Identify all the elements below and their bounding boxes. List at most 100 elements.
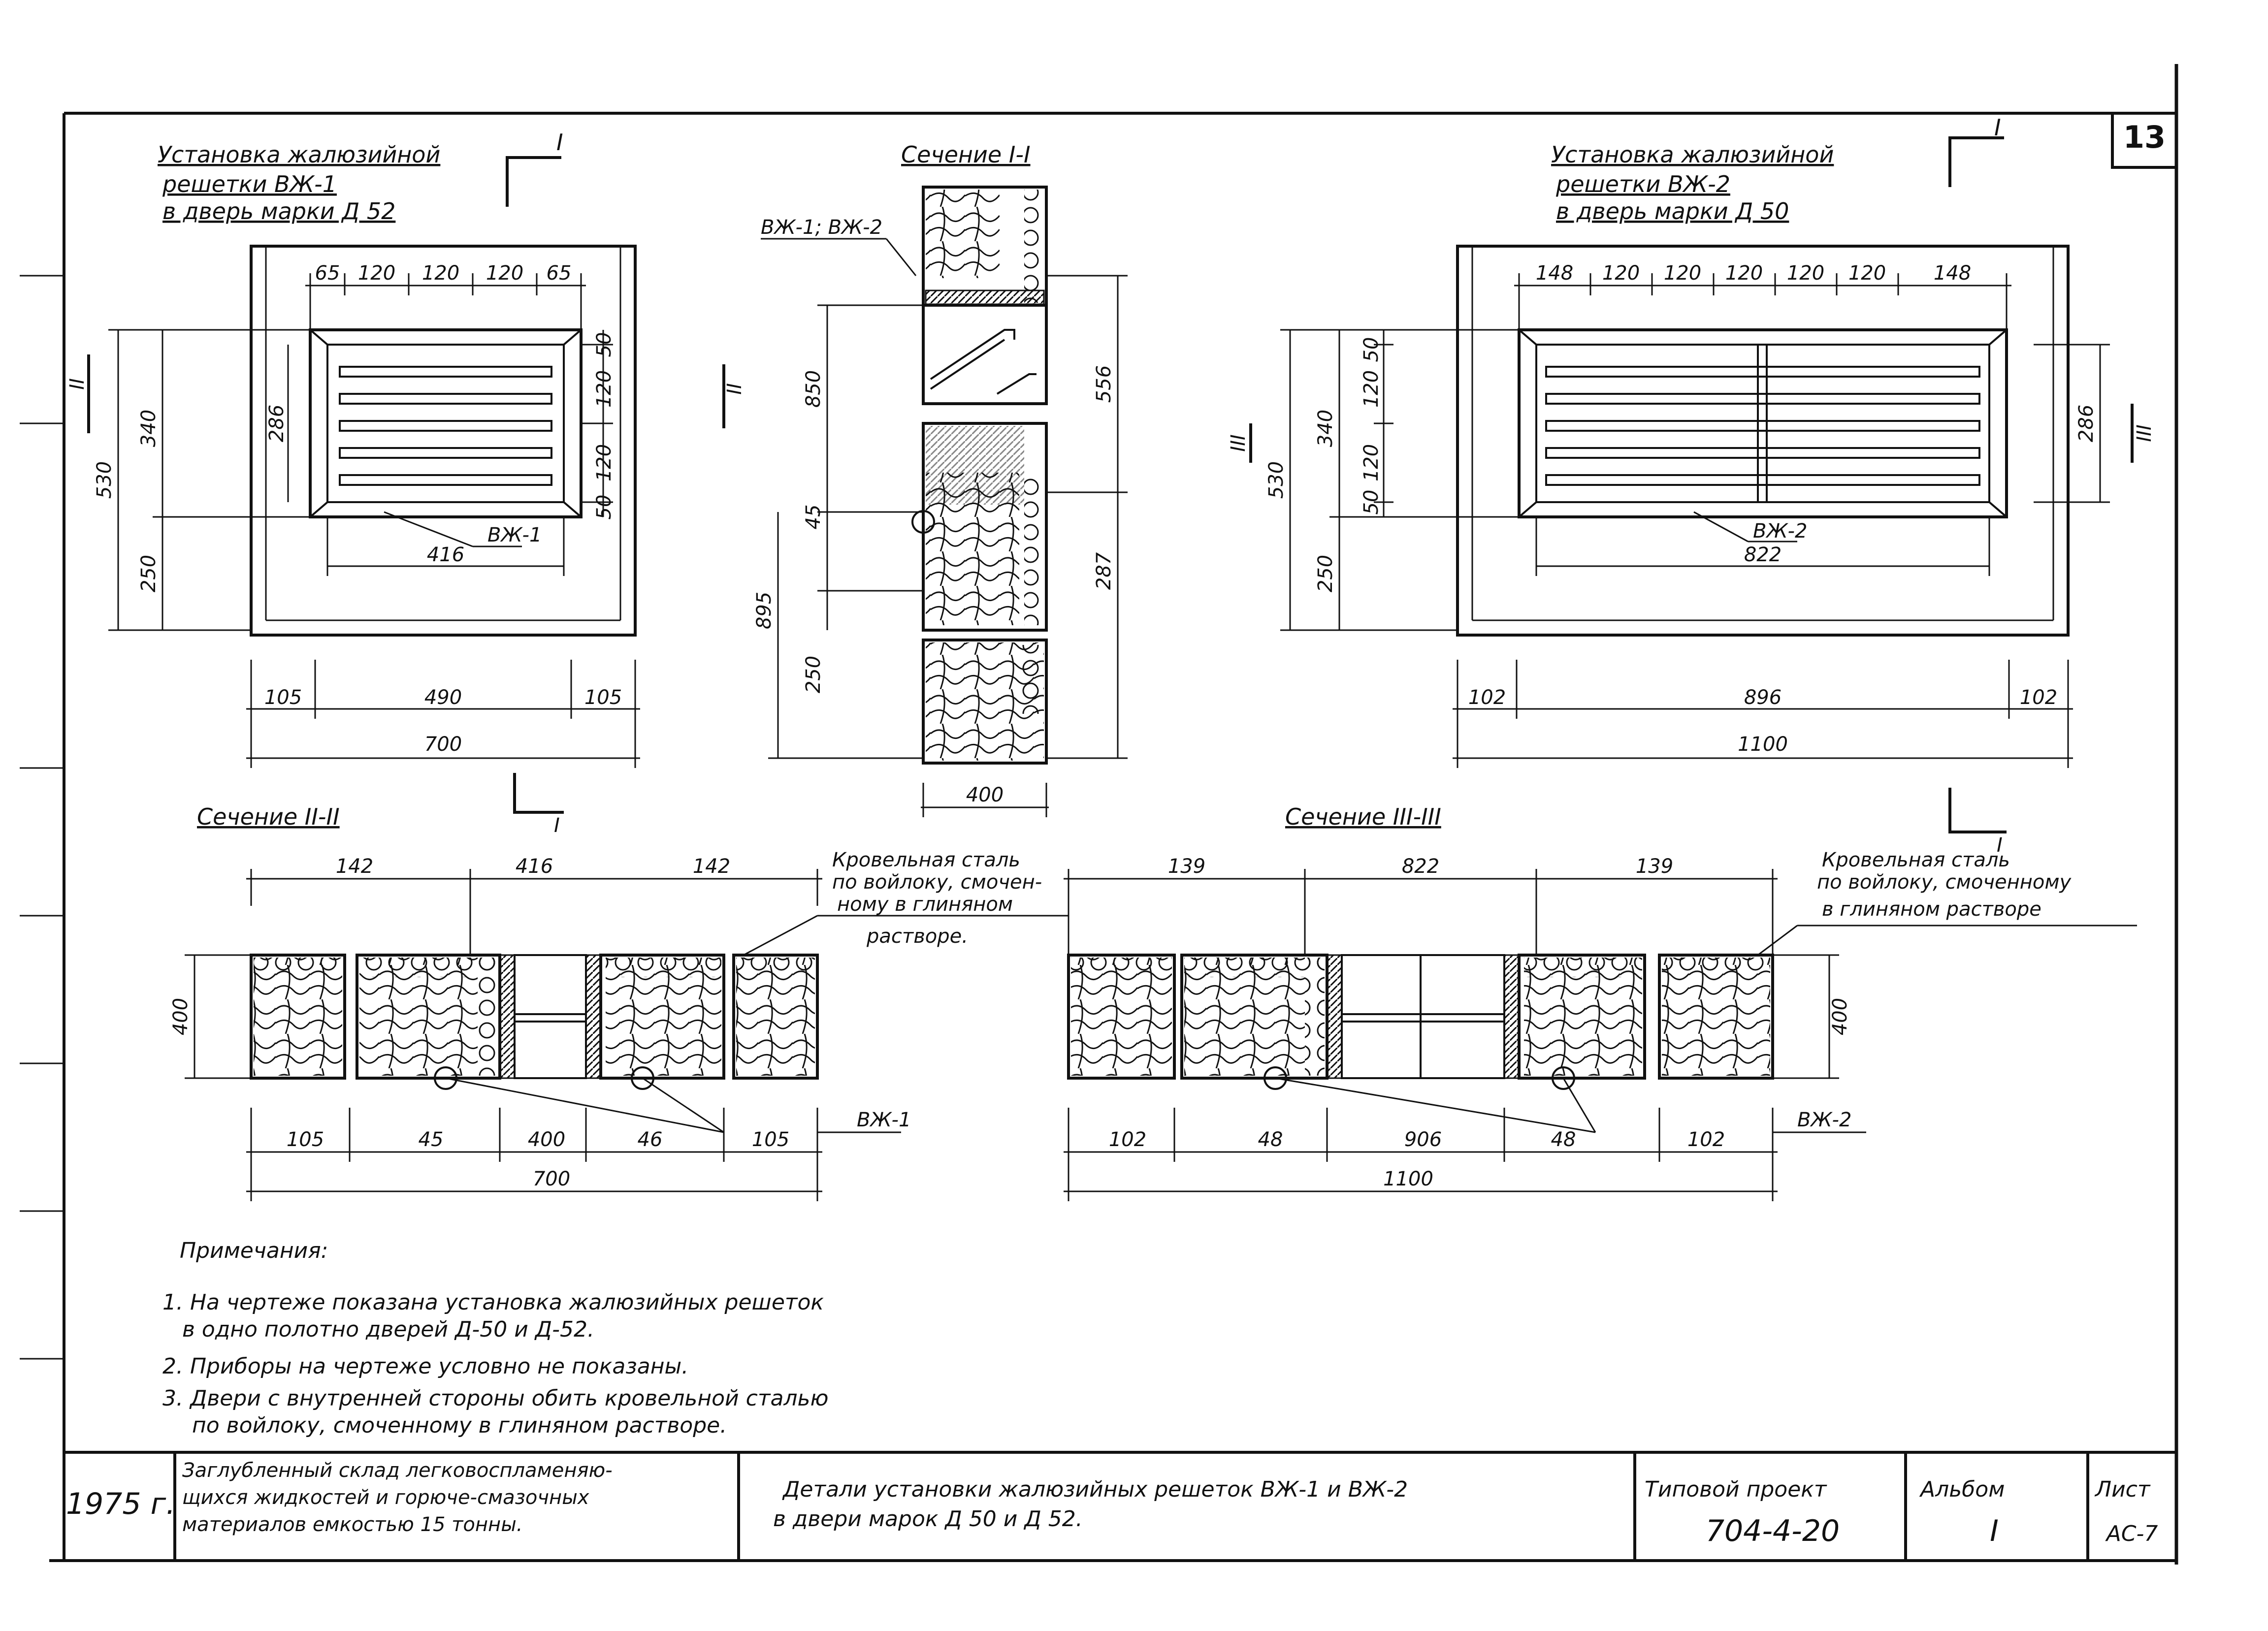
v2-bottom-dim-2: 896	[1744, 686, 1782, 709]
s1-width: 400	[966, 784, 1004, 806]
s1-dim-a: 850	[802, 370, 825, 408]
s2-top-dim-1: 142	[336, 855, 373, 878]
v2-left-part-3: 120	[1360, 444, 1383, 481]
v1-bottom-dim-2: 490	[424, 686, 462, 709]
note-line-3: 2. Приборы на чертеже условно не показан…	[162, 1354, 688, 1379]
s3-height: 400	[1829, 998, 1851, 1035]
note-line-5: по войлоку, смоченному в глиняном раство…	[192, 1413, 727, 1438]
note-line-2: в одно полотно дверей Д-50 и Д-52.	[182, 1317, 594, 1342]
door-d50-outline	[1456, 245, 2070, 637]
callout-roofing-steel-right: Кровельная сталь по войлоку, смоченному …	[1817, 849, 2072, 921]
section2-title: Сечение II-II	[197, 803, 340, 830]
stamp-project-label: Типовой проект	[1645, 1477, 1827, 1502]
stamp-year: 1975 г.	[66, 1487, 175, 1521]
callout-roofing-steel-left: Кровельная сталь по войлоку, смочен- ном…	[832, 849, 1042, 948]
s2-bottom-dim-5: 105	[752, 1128, 789, 1151]
s2-top-dim-2: 416	[516, 855, 553, 878]
s1-dim-c: 895	[753, 592, 776, 629]
section1-title: Сечение I-I	[901, 141, 1031, 168]
v1-right-dim-1: 50	[593, 332, 616, 357]
callout-left-line3: ному в глиняном	[837, 893, 1013, 916]
stamp-project-number: 704-4-20	[1706, 1514, 1840, 1548]
section-marks-iii: III III	[1227, 404, 2156, 463]
view-door-d50: Установка жалюзийной решетки ВЖ-2 в двер…	[1265, 114, 2110, 768]
v2-top-dim-6: 120	[1848, 262, 1886, 285]
v1-top-dim-3: 120	[422, 262, 459, 285]
stamp-object-line1: Заглубленный склад легковоспламеняю-	[182, 1459, 613, 1482]
v2-top-dim-3: 120	[1664, 262, 1701, 285]
v1-top-dim-4: 120	[486, 262, 523, 285]
v1-right-dim-4: 50	[593, 495, 616, 520]
section3-mark: I	[1997, 834, 2003, 857]
v1-left-dim-upper: 340	[137, 410, 160, 447]
s2-bottom-dim-4: 46	[638, 1128, 663, 1151]
v2-total-width: 1100	[1738, 733, 1788, 756]
stamp-sheet-number: АС-7	[2105, 1521, 2158, 1546]
section3-title: Сечение III-III	[1285, 803, 1441, 830]
stamp-object-line3: материалов емкостью 15 тонны.	[182, 1513, 522, 1536]
v2-left-dim-upper: 340	[1314, 410, 1337, 447]
v1-grille-width: 416	[427, 544, 464, 566]
view2-title-line3: в дверь марки Д 50	[1556, 198, 1789, 224]
v1-bottom-dim-3: 105	[584, 686, 622, 709]
v1-inner-height: 286	[265, 405, 288, 442]
v2-left-dim-outer: 530	[1265, 461, 1288, 499]
section-i-i: Сечение I-I ВЖ-1; ВЖ-2 850 45 895 250	[753, 141, 1128, 817]
title-block: 1975 г. Заглубленный склад легковоспламе…	[64, 1451, 2176, 1561]
v1-total-width: 700	[424, 733, 462, 756]
view1-title-line1: Установка жалюзийной	[158, 141, 440, 168]
v1-left-dim-lower: 250	[137, 555, 160, 592]
view1-title-line3: в дверь марки Д 52	[162, 198, 395, 224]
section-mark-d: III	[2133, 424, 2156, 442]
s2-bottom-dim-3: 400	[528, 1128, 565, 1151]
s1-dim-e: 556	[1093, 365, 1115, 403]
section-iii-iii: Сечение III-III I 139 822 139	[1064, 788, 2137, 1201]
v2-grille-label: ВЖ-2	[1753, 520, 1807, 543]
v2-left-part-4: 50	[1360, 490, 1383, 515]
s3-bottom-dim-5: 102	[1687, 1128, 1725, 1151]
s1-dim-d: 250	[802, 656, 825, 693]
v2-right-dim: 286	[2075, 405, 2098, 442]
section-mark-a: II	[66, 378, 89, 390]
s3-grille-label: ВЖ-2	[1797, 1109, 1851, 1131]
v2-top-dim-1: 148	[1536, 262, 1573, 285]
s3-top-dim-2: 822	[1402, 855, 1439, 878]
door-d52-outline	[250, 245, 637, 637]
v2-left-part-1: 50	[1360, 337, 1383, 362]
sheet-number: 13	[2123, 119, 2166, 155]
callout-left-line1: Кровельная сталь	[832, 849, 1020, 871]
stamp-object-line2: щихся жидкостей и горюче-смазочных	[182, 1486, 589, 1509]
v1-top-dim-5: 65	[547, 262, 572, 285]
note-line-4: 3. Двери с внутренней стороны обить кров…	[162, 1386, 829, 1411]
v2-left-part-2: 120	[1360, 370, 1383, 408]
v1-bottom-dim-1: 105	[264, 686, 302, 709]
s3-top-dim-1: 139	[1168, 855, 1205, 878]
v1-right-dim-2: 120	[593, 370, 616, 408]
view1-section-mark: I	[556, 129, 563, 156]
s3-bottom-dim-3: 906	[1404, 1128, 1442, 1151]
s1-dim-f: 287	[1093, 552, 1115, 590]
stamp-sheet-label: Лист	[2094, 1477, 2151, 1502]
notes: Примечания: 1. На чертеже показана устан…	[162, 1238, 829, 1438]
v2-bottom-dim-1: 102	[1468, 686, 1506, 709]
view2-title-line1: Установка жалюзийной	[1551, 141, 1834, 168]
s3-top-dim-3: 139	[1636, 855, 1673, 878]
view2-title-line2: решетки ВЖ-2	[1555, 171, 1730, 197]
s2-grille-label: ВЖ-1	[857, 1109, 911, 1131]
section-marks-ii: II II	[66, 354, 746, 433]
v1-right-dim-3: 120	[593, 444, 616, 481]
v2-top-dim-2: 120	[1602, 262, 1640, 285]
v2-bottom-dim-3: 102	[2020, 686, 2057, 709]
grille-vzh1	[309, 328, 583, 518]
section-ii-ii: Сечение II-II I 142 416 142	[169, 773, 1069, 1201]
v1-top-dim-1: 65	[315, 262, 340, 285]
section-mark-c: III	[1227, 434, 1250, 451]
stamp-title-line2: в двери марок Д 50 и Д 52.	[773, 1506, 1083, 1532]
stamp-title-line1: Детали установки жалюзийных решеток ВЖ-1…	[782, 1477, 1408, 1502]
stamp-album-label: Альбом	[1919, 1477, 2005, 1502]
v2-top-dim-7: 148	[1934, 262, 1971, 285]
s3-bottom-dim-4: 48	[1551, 1128, 1576, 1151]
v2-top-dim-4: 120	[1725, 262, 1763, 285]
